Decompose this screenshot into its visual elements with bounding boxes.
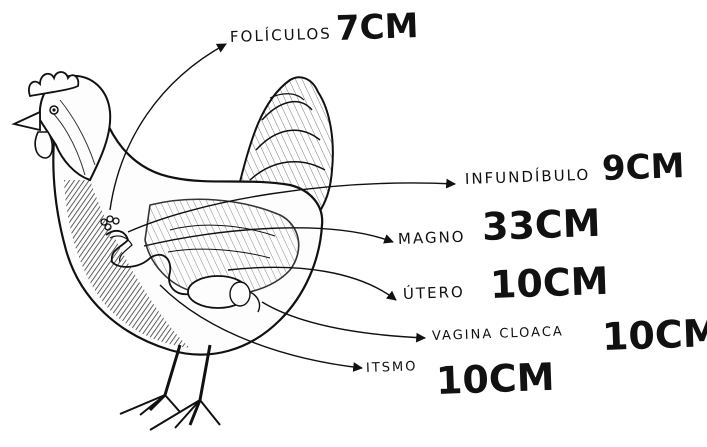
label-infundibulo: INFUNDÍBULO (465, 168, 591, 187)
chicken-legs (120, 345, 220, 430)
size-foliculos: 7CM (335, 9, 419, 46)
size-infundibulo: 9CM (601, 149, 685, 186)
size-vagina-cloaca: 10CM (601, 314, 707, 356)
size-itsmo: 10CM (435, 358, 555, 400)
label-itsmo: ITSMO (366, 360, 418, 375)
size-magno: 33CM (481, 204, 601, 246)
size-utero: 10CM (489, 262, 609, 304)
label-magno: MAGNO (398, 230, 466, 247)
label-foliculos: FOLÍCULOS (230, 26, 332, 45)
label-utero: ÚTERO (403, 285, 465, 302)
